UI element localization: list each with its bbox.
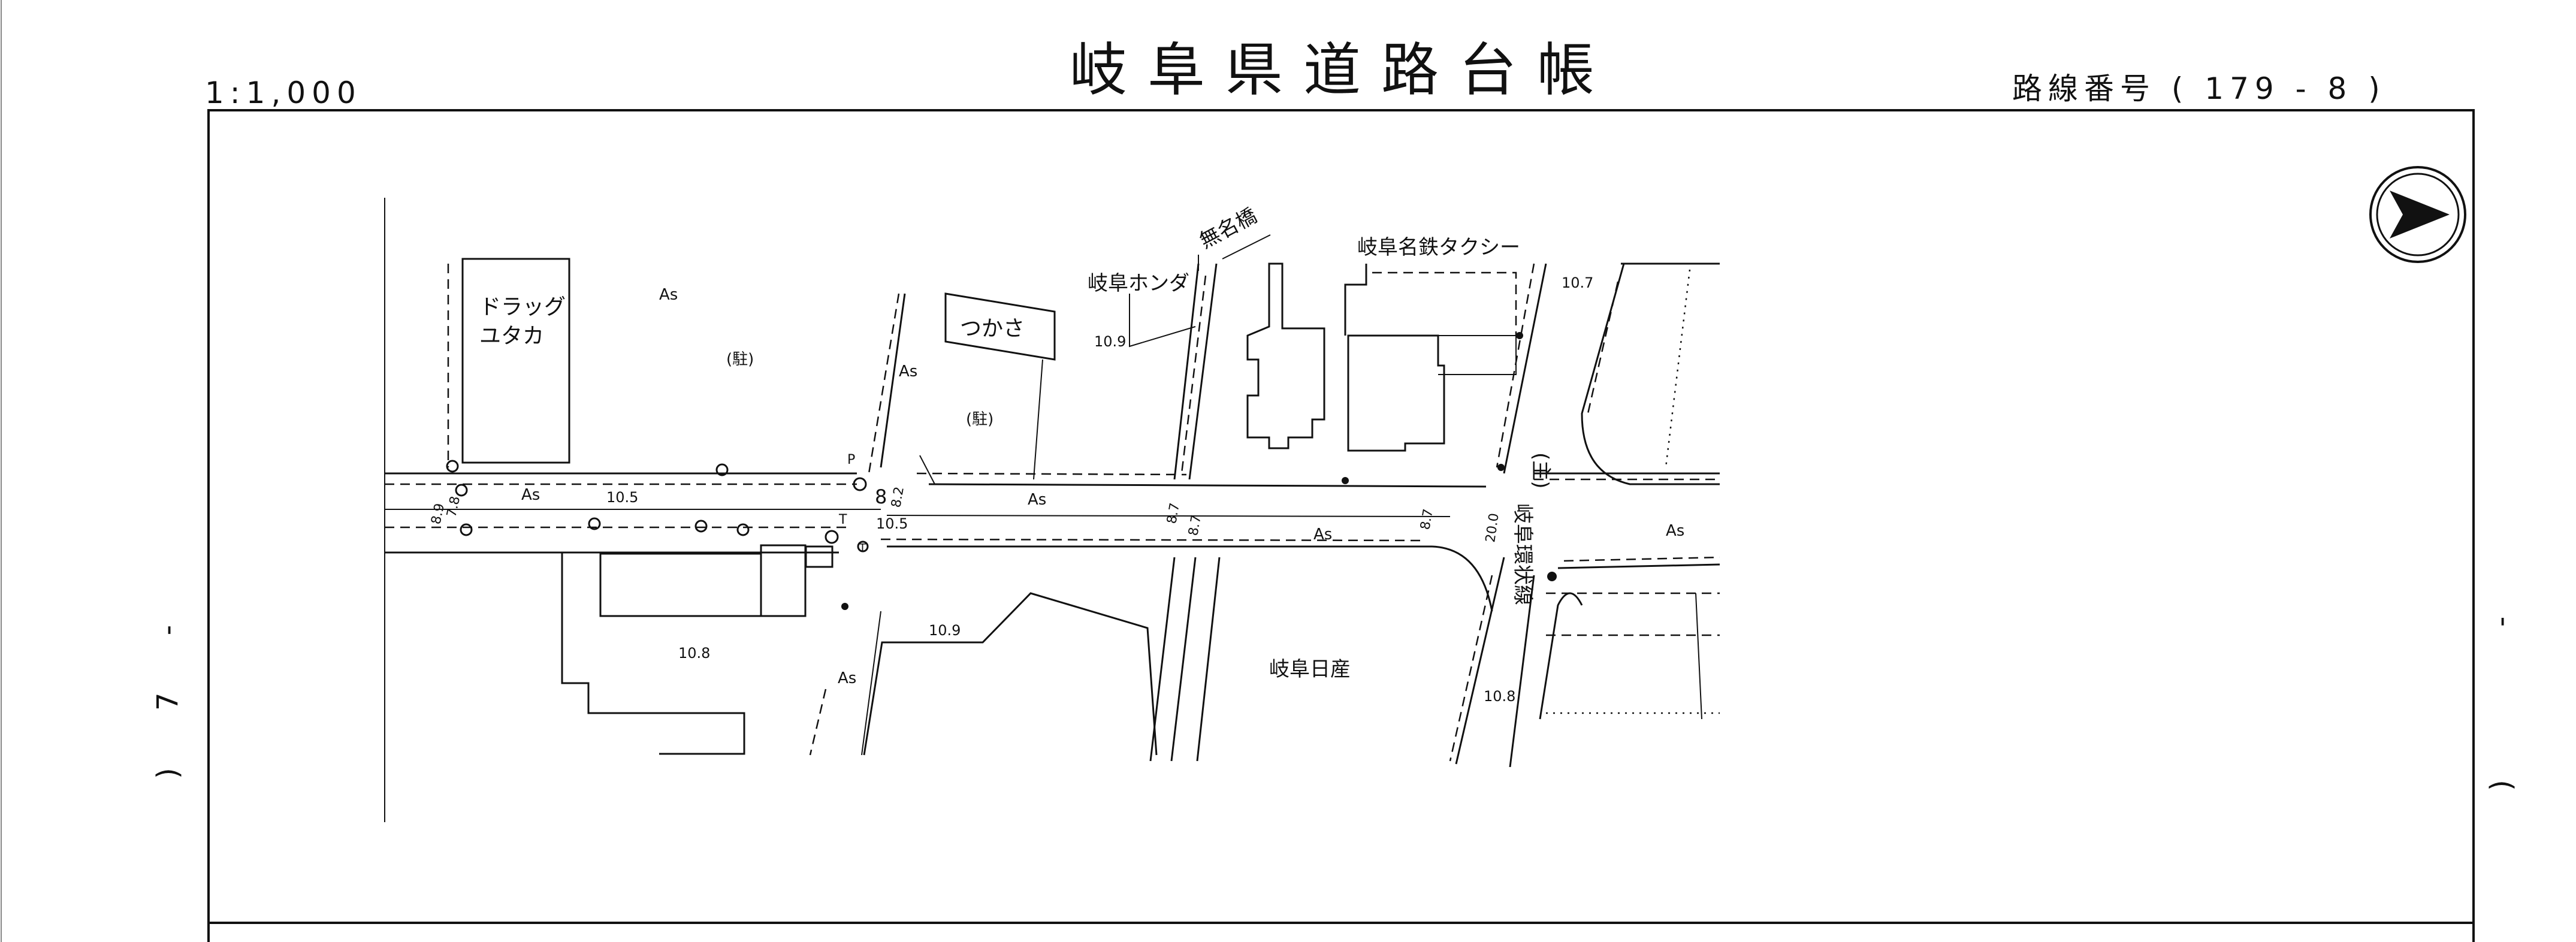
label-asphalt: As — [659, 286, 678, 304]
label-parking: (駐) — [966, 410, 993, 428]
map-symbols — [446, 332, 1557, 610]
north-arrow-icon — [2369, 166, 2466, 263]
label-road-width: 8.7 — [1164, 502, 1183, 525]
label-asphalt: As — [1028, 491, 1046, 509]
route-number: 路線番号 ( 179 - 8 ) — [2012, 71, 2386, 106]
label-elevation: 10.9 — [929, 622, 961, 639]
label-p-mark: P — [847, 452, 855, 467]
label-asphalt: As — [1313, 526, 1332, 544]
label-asphalt: As — [521, 486, 540, 504]
label-elevation: 10.5 — [876, 515, 908, 532]
label-elevation: 10.9 — [1094, 333, 1126, 350]
label-road-width: 8.7 — [1186, 514, 1204, 537]
label-elevation: 10.8 — [1484, 688, 1515, 705]
right-sheet-index: ) - — [2484, 545, 2518, 791]
label-t-mark: T — [859, 542, 866, 554]
page-title: 岐阜県道路台帳 — [1070, 37, 1615, 104]
label-asphalt: As — [838, 669, 856, 687]
map-linework — [384, 198, 1720, 822]
label-road-width: 20.0 — [1483, 512, 1502, 544]
label-elevation: 10.7 — [1562, 274, 1593, 291]
label-tsukasa: つかさ — [960, 316, 1025, 341]
left-sheet-index: ) 7 - — [151, 601, 185, 779]
label-gifu-nissan: 岐阜日産 — [1269, 657, 1351, 681]
label-asphalt: As — [1666, 522, 1684, 540]
label-mumei-bashi: 無名橋 — [1195, 204, 1261, 253]
label-elevation: 10.8 — [678, 645, 710, 662]
label-elevation: 10.5 — [606, 489, 638, 506]
map-labels: ドラッグユタカ つかさ 岐阜ホンダ 無名橋 岐阜名鉄タクシー 岐阜日産 岐阜環状… — [428, 204, 1684, 705]
label-road-width: 8.7 — [1418, 508, 1436, 531]
label-asphalt: As — [899, 363, 917, 381]
label-road-width: 7.8 — [444, 495, 463, 518]
scale-label: 1:1,000 — [205, 76, 362, 110]
label-ring-road: 岐阜環状線 — [1511, 503, 1535, 605]
label-meitetsu-taxi: 岐阜名鉄タクシー — [1357, 236, 1520, 259]
map-frame — [207, 109, 2475, 942]
label-road-width: 8 — [875, 485, 887, 508]
label-t-mark: T — [838, 512, 847, 527]
label-parking: (駐) — [726, 351, 754, 369]
label-main-road-mark: (主) — [1529, 452, 1553, 489]
label-road-width: 8.2 — [889, 485, 907, 509]
label-drug-store: ドラッグユタカ — [479, 295, 566, 349]
label-gifu-honda: 岐阜ホンダ — [1088, 271, 1189, 295]
